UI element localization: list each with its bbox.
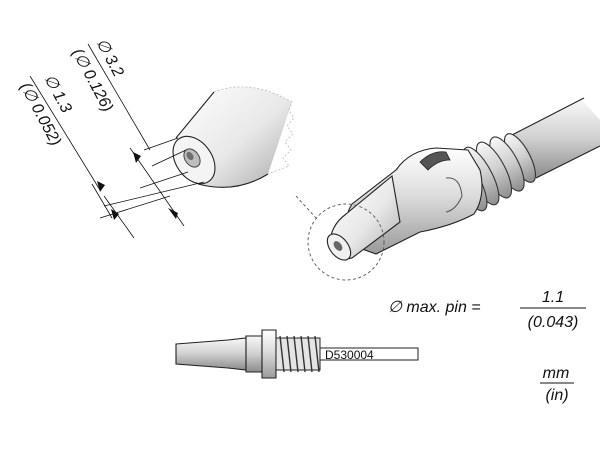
- max-pin-mm: 1.1: [542, 289, 564, 306]
- units-legend: mm (in): [540, 365, 574, 404]
- assembled-nozzle-illustration: [326, 97, 600, 261]
- unit-mm: mm: [543, 365, 570, 382]
- side-view-illustration: [175, 329, 419, 379]
- dimension-lines: [29, 43, 205, 239]
- max-pin-label: ∅ max. pin =: [388, 299, 481, 316]
- enlarged-tip-illustration: [172, 86, 295, 188]
- max-pin-in: (0.043): [528, 314, 579, 331]
- max-pin-spec: ∅ max. pin = 1.1 (0.043): [388, 289, 586, 331]
- detail-circle: [307, 203, 385, 281]
- detail-leader: [295, 195, 317, 219]
- part-number-label: D530004: [325, 348, 374, 362]
- unit-in: (in): [545, 387, 568, 404]
